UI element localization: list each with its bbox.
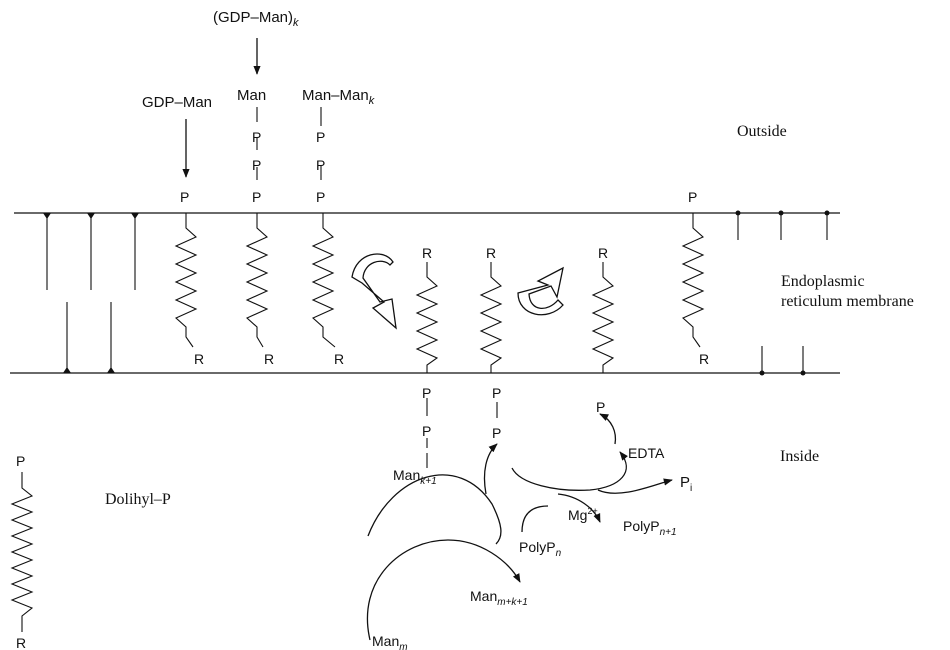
r-group-label: R (194, 351, 204, 367)
phosphate-label: P (316, 189, 325, 205)
man-m-k-1-label: Manm+k+1 (470, 588, 528, 608)
man-man-k-label: Man–Mank (302, 87, 375, 107)
polyp-n-label: PolyPn (519, 539, 562, 559)
outside-label: Outside (737, 123, 787, 140)
man-k-plus-1-label: Mank+1 (393, 467, 437, 487)
lipid-sticks-inner (63, 302, 806, 376)
man-label: Man (237, 87, 266, 104)
membrane-label-line2: reticulum membrane (781, 293, 914, 310)
inside-label: Inside (780, 448, 819, 465)
legend-dolichyl-chain (10, 472, 34, 632)
r-group-label: R (598, 245, 608, 261)
reaction-curves (366, 413, 673, 641)
flip-arrow-left-icon (351, 253, 397, 330)
r-group-label: R (264, 351, 274, 367)
gdp-man-label: GDP–Man (142, 94, 212, 111)
phosphate-label: P (688, 189, 697, 205)
phosphate-label: P (316, 129, 325, 145)
man-m-label: Manm (372, 633, 408, 650)
phosphate-label: P (180, 189, 189, 205)
phosphate-label: P (422, 385, 431, 401)
membrane-label-line1: Endoplasmic (781, 273, 865, 290)
gdp-man-k-label: (GDP–Man)k (213, 9, 299, 29)
flip-arrow-right-icon (517, 266, 564, 316)
r-group-label: R (486, 245, 496, 261)
lipid-sticks-outer (43, 210, 830, 290)
phosphate-label: P (316, 157, 325, 173)
phosphate-label: P (596, 399, 605, 415)
legend-dolichyl-label: Dolihyl–P (105, 491, 171, 508)
phosphate-label: P (252, 129, 261, 145)
pi-label: Pi (680, 474, 692, 494)
phosphate-label: P (422, 423, 431, 439)
legend-p-label: P (16, 453, 25, 469)
dolichyl-chains-outer (174, 213, 705, 348)
phosphate-label: P (492, 385, 501, 401)
phosphate-label: P (492, 425, 501, 441)
inside-phosphate-stems (426, 398, 498, 468)
mg-label: Mg2+ (568, 506, 598, 523)
phosphate-label: P (252, 189, 261, 205)
polyp-n-plus-1-label: PolyPn+1 (623, 518, 677, 538)
phosphate-label: P (252, 157, 261, 173)
dolichyl-chains-inner (415, 262, 615, 373)
outside-phosphate-stems (182, 38, 322, 180)
r-group-label: R (334, 351, 344, 367)
r-group-label: R (422, 245, 432, 261)
r-group-label: R (699, 351, 709, 367)
edta-label: EDTA (628, 445, 665, 461)
legend-r-label: R (16, 635, 26, 650)
